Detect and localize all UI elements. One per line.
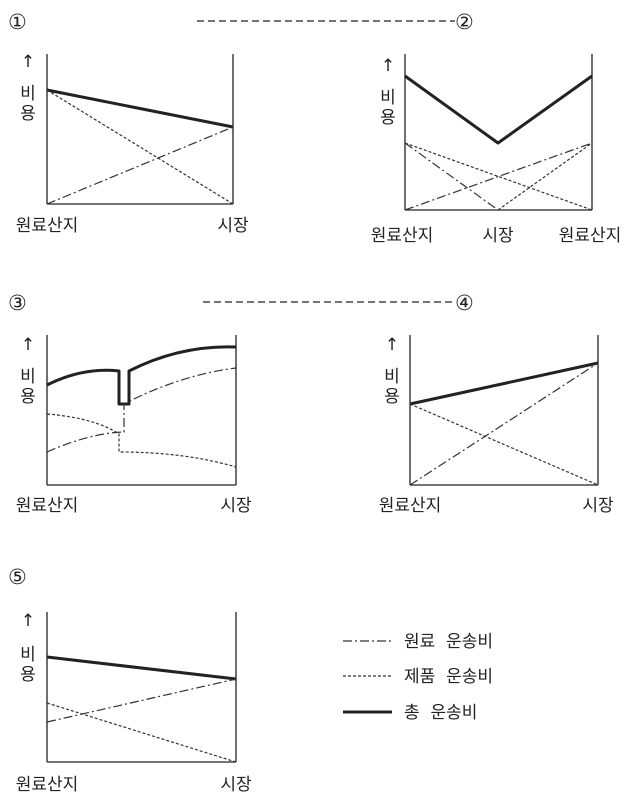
panel-2: ② ↑ 비 용 원료산지 시장 원료산지 xyxy=(371,10,622,246)
product-cost-line xyxy=(46,702,237,763)
product-cost-line xyxy=(409,403,599,486)
panel-number: ① xyxy=(8,10,27,34)
x-label-market: 시장 xyxy=(220,775,252,795)
x-label-market: 시장 xyxy=(220,496,252,516)
x-label-market: 시장 xyxy=(482,226,514,246)
y-label-char-1: 비 xyxy=(20,84,36,104)
y-label-char-1: 비 xyxy=(20,367,36,387)
y-label-char-1: 비 xyxy=(20,645,36,665)
product-cost-line xyxy=(46,413,237,468)
panel-number: ③ xyxy=(8,291,27,315)
panel-1: ① ↑ 비 용 원료산지 시장 xyxy=(8,10,249,236)
x-label-source: 원료산지 xyxy=(16,775,79,795)
total-cost-line xyxy=(404,74,593,145)
panel-number: ② xyxy=(455,10,474,34)
x-label-source: 원료산지 xyxy=(379,496,442,516)
raw-material-cost-line xyxy=(46,678,237,723)
raw-material-cost-line-right xyxy=(404,142,593,211)
y-label-char-2: 용 xyxy=(20,665,36,685)
panel-4: ④ ↑ 비 용 원료산지 시장 xyxy=(379,291,614,516)
raw-material-cost-line xyxy=(46,367,237,453)
panel-number: ⑤ xyxy=(8,565,27,589)
raw-material-cost-line xyxy=(46,126,234,205)
y-arrow-icon: ↑ xyxy=(21,611,35,631)
y-label-char-1: 비 xyxy=(384,367,400,387)
panel-number: ④ xyxy=(455,291,474,315)
total-cost-line xyxy=(46,88,234,129)
y-arrow-icon: ↑ xyxy=(385,335,399,355)
legend: 원료 운송비 제품 운송비 총 운송비 xyxy=(343,632,493,723)
total-cost-line xyxy=(409,361,599,406)
x-label-source-left: 원료산지 xyxy=(371,226,434,246)
y-label-char-2: 용 xyxy=(384,387,400,407)
product-cost-line-left xyxy=(404,142,593,211)
product-cost-line-right xyxy=(497,142,593,211)
x-label-source-right: 원료산지 xyxy=(559,226,622,246)
product-cost-line xyxy=(46,89,234,205)
x-label-market: 시장 xyxy=(217,216,249,236)
x-label-source: 원료산지 xyxy=(16,216,79,236)
x-label-market: 시장 xyxy=(582,496,614,516)
y-arrow-icon: ↑ xyxy=(381,56,395,76)
raw-material-cost-line xyxy=(409,362,599,486)
raw-material-cost-line-left xyxy=(404,142,499,211)
legend-product-label: 제품 운송비 xyxy=(404,667,493,687)
y-label-char-2: 용 xyxy=(20,104,36,124)
x-label-source: 원료산지 xyxy=(16,496,79,516)
total-cost-line xyxy=(46,345,237,406)
legend-total-label: 총 운송비 xyxy=(404,703,477,723)
y-arrow-icon: ↑ xyxy=(21,52,35,72)
panel-3: ③ ↑ 비 용 원료산지 시장 xyxy=(8,291,252,516)
legend-raw-label: 원료 운송비 xyxy=(404,632,493,652)
total-cost-line xyxy=(46,655,237,681)
y-arrow-icon: ↑ xyxy=(21,335,35,355)
y-label-char-1: 비 xyxy=(380,88,396,108)
y-label-char-2: 용 xyxy=(380,108,396,128)
panel-5: ⑤ ↑ 비 용 원료산지 시장 xyxy=(8,565,252,795)
y-label-char-2: 용 xyxy=(20,387,36,407)
